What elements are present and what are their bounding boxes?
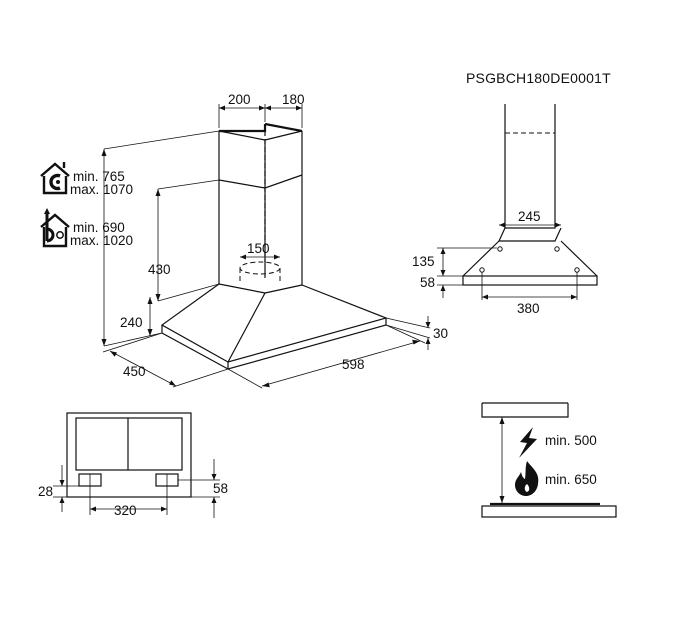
gas-min: min. 650: [545, 472, 597, 487]
house-b-extraction-icon: [40, 208, 70, 248]
dim-depth: 450: [123, 364, 146, 379]
dim-side-height-upper: 135: [412, 254, 435, 269]
house-c-recirculation-icon: [40, 162, 70, 195]
dim-bottom-right-offset: 58: [213, 481, 228, 496]
main-isometric-view: 200 180 430 150 240 450 598: [101, 92, 448, 389]
dim-side-height-lower: 58: [420, 275, 435, 290]
dim-lower-height: 240: [120, 315, 143, 330]
model-code: PSGBCH180DE0001T: [466, 70, 611, 86]
electric-min: min. 500: [545, 433, 597, 448]
icon-b-max: max. 1020: [70, 233, 133, 248]
dim-bottom-left-offset: 28: [38, 484, 53, 499]
lightning-bolt-icon: [519, 427, 537, 458]
dim-side-bottom-width: 380: [517, 301, 540, 316]
dim-hole-spacing: 320: [114, 503, 137, 518]
clearance-view: min. 500 min. 650: [481, 402, 617, 518]
dim-width: 598: [342, 357, 365, 372]
flame-icon: [515, 461, 539, 496]
bottom-view: 320 28 58: [38, 412, 228, 518]
dim-outlet-diameter: 150: [247, 241, 270, 256]
icon-b-min: min. 690: [73, 220, 125, 235]
dim-chimney-height: 430: [148, 262, 171, 277]
dim-side-top-width: 245: [518, 209, 541, 224]
dim-top-depth: 180: [282, 92, 305, 107]
icon-c-max: max. 1070: [70, 182, 133, 197]
dim-thickness: 30: [433, 326, 448, 341]
icon-c-min: min. 765: [73, 169, 125, 184]
dim-top-width: 200: [228, 92, 251, 107]
side-view: 245 135 58 380: [412, 104, 598, 316]
